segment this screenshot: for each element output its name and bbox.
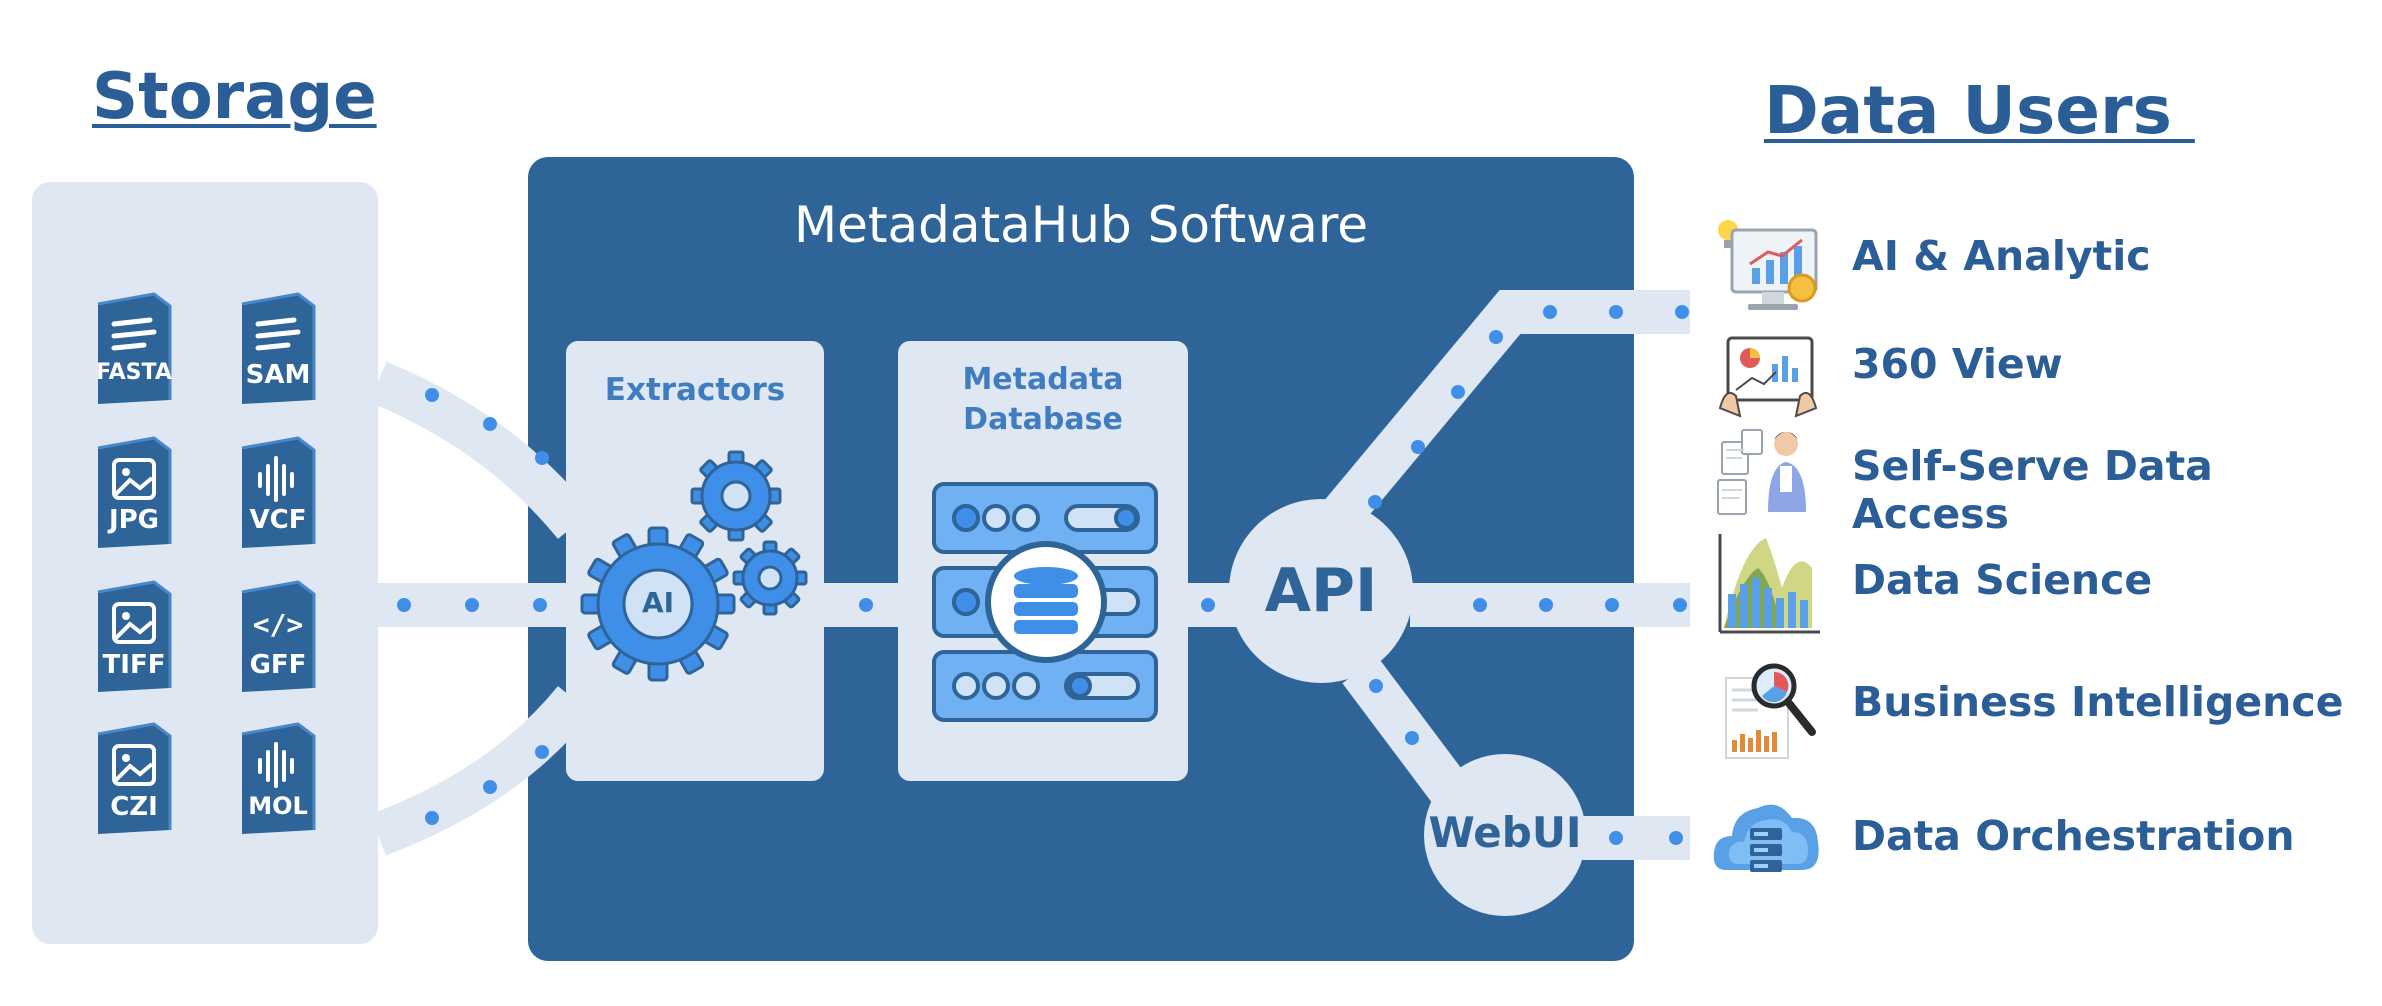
gears-icon (580, 450, 808, 682)
czi-file-icon (97, 722, 172, 834)
webui-label: WebUI (1428, 808, 1582, 857)
cloud-server-icon (1713, 804, 1819, 872)
extractors-label: Extractors (604, 372, 786, 408)
sam-file-icon (241, 292, 316, 404)
user-item-self-serve: Self-Serve Data Access (1852, 442, 2213, 538)
storage-panel (32, 182, 378, 944)
storage-heading: Storage (92, 60, 377, 134)
user-item-data-science: Data Science (1852, 556, 2153, 604)
api-node (1229, 499, 1413, 683)
pipe-api-top (1303, 290, 1690, 555)
metadatahub-title: MetadataHub Software (793, 196, 1369, 254)
tiff-file-icon (97, 580, 172, 692)
ai-badge: AI (641, 586, 675, 619)
user-item-business-intelligence: Business Intelligence (1852, 678, 2344, 726)
tiff-label: TIFF (102, 650, 166, 680)
database-label-line2: Database (963, 402, 1123, 437)
jpg-label: JPG (108, 505, 160, 535)
jpg-file-icon (97, 436, 172, 548)
vcf-label: VCF (249, 505, 307, 535)
magnifier-report-icon (1725, 663, 1816, 759)
mol-file-icon (241, 722, 316, 834)
gff-file-icon: </> (241, 580, 316, 692)
user-item-data-orchestration: Data Orchestration (1852, 812, 2295, 860)
vcf-file-icon (241, 436, 316, 548)
database-label-line1: Metadata (962, 362, 1124, 397)
webui-node (1424, 754, 1586, 916)
fasta-file-icon (97, 292, 172, 404)
database-server-icon (932, 482, 1158, 722)
user-item-360-view: 360 View (1852, 340, 2063, 388)
api-label: API (1264, 556, 1378, 626)
person-documents-icon (1717, 429, 1806, 515)
svg-text:</>: </> (253, 608, 304, 641)
pipe-bottom-left (370, 685, 593, 856)
czi-label: CZI (110, 792, 158, 822)
gff-label: GFF (249, 650, 307, 680)
dashboard-hands-icon (1718, 336, 1818, 418)
analytics-monitor-icon (1718, 220, 1818, 310)
mol-label: MOL (248, 792, 308, 820)
distribution-chart-icon (1718, 534, 1820, 634)
data-users-heading: Data Users (1764, 72, 2195, 149)
pipe-top-left (369, 361, 593, 539)
sam-label: SAM (245, 360, 311, 390)
fasta-label: FASTA (96, 360, 172, 385)
user-item-ai-analytic: AI & Analytic (1852, 232, 2151, 280)
